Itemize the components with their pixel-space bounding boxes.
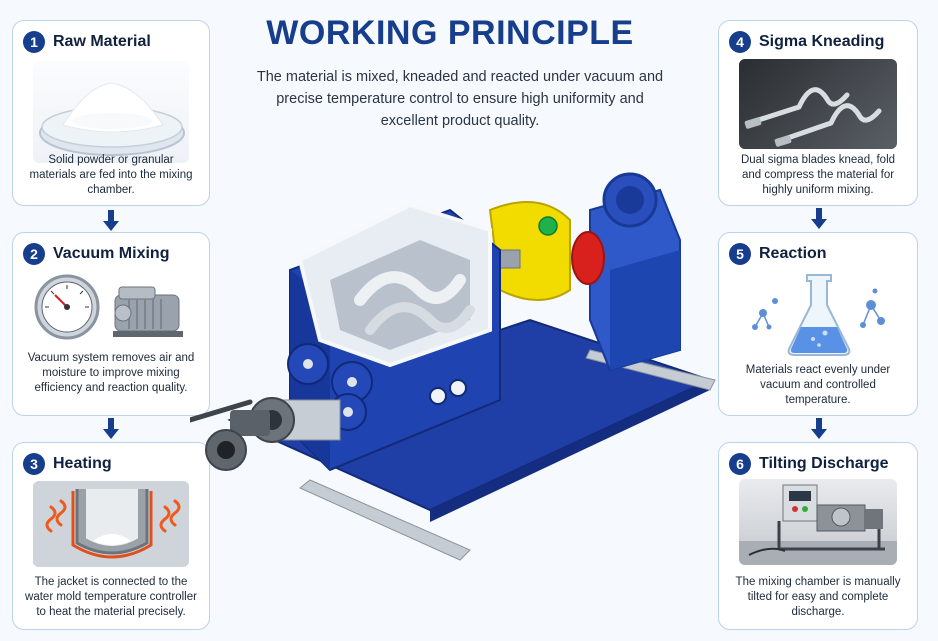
sigma-blades-photo: [739, 59, 897, 149]
step-number-badge: 3: [23, 453, 45, 475]
step-number-badge: 5: [729, 243, 751, 265]
page-title: WORKING PRINCIPLE: [266, 14, 634, 52]
step-card-sigma-kneading: 4 Sigma Kneading Dual sigma blades knead…: [718, 20, 918, 206]
step-description: The mixing chamber is manually tilted fo…: [735, 576, 901, 618]
step-title: Raw Material: [53, 33, 151, 50]
powder-dish-photo: [33, 61, 189, 163]
step-description: The jacket is connected to the water mol…: [25, 576, 197, 618]
step-number-badge: 6: [729, 453, 751, 475]
step-number-badge: 4: [729, 31, 751, 53]
tilting-machine-photo: [739, 479, 897, 565]
step-number-badge: 1: [23, 31, 45, 53]
step-number-badge: 2: [23, 243, 45, 265]
flask-bubbles-icon: [739, 269, 897, 359]
step-card-tilting-discharge: 6 Tilting Discharge The mixing chamber i…: [718, 442, 918, 630]
page-subtitle: The material is mixed, kneaded and react…: [256, 69, 664, 129]
step-title: Sigma Kneading: [759, 33, 885, 50]
step-card-reaction: 5 Reaction Materials react evenly under …: [718, 232, 918, 416]
step-description: Materials react evenly under vacuum and …: [745, 364, 891, 406]
vacuum-gauge-pump-photo: [33, 271, 189, 347]
step-card-raw-material: 1 Raw Material Solid powder or granular …: [12, 20, 210, 206]
flow-arrow-down-icon: [811, 418, 827, 440]
step-description: Solid powder or granular materials are f…: [29, 154, 193, 196]
step-description: Vacuum system removes air and moisture t…: [27, 352, 195, 394]
kneader-machine-illustration: [187, 150, 720, 575]
step-card-vacuum-mixing: 2 Vacuum Mixing Vacuum system removes ai…: [12, 232, 210, 416]
flow-arrow-down-icon: [103, 418, 119, 440]
step-title: Vacuum Mixing: [53, 245, 170, 262]
heating-jacket-photo: [33, 481, 189, 567]
step-title: Heating: [53, 455, 112, 472]
step-card-heating: 3 Heating The jacket is connected to the…: [12, 442, 210, 630]
step-title: Tilting Discharge: [759, 455, 889, 472]
flow-arrow-down-icon: [103, 210, 119, 232]
step-title: Reaction: [759, 245, 827, 262]
step-description: Dual sigma blades knead, fold and compre…: [740, 154, 896, 196]
flow-arrow-down-icon: [811, 208, 827, 230]
